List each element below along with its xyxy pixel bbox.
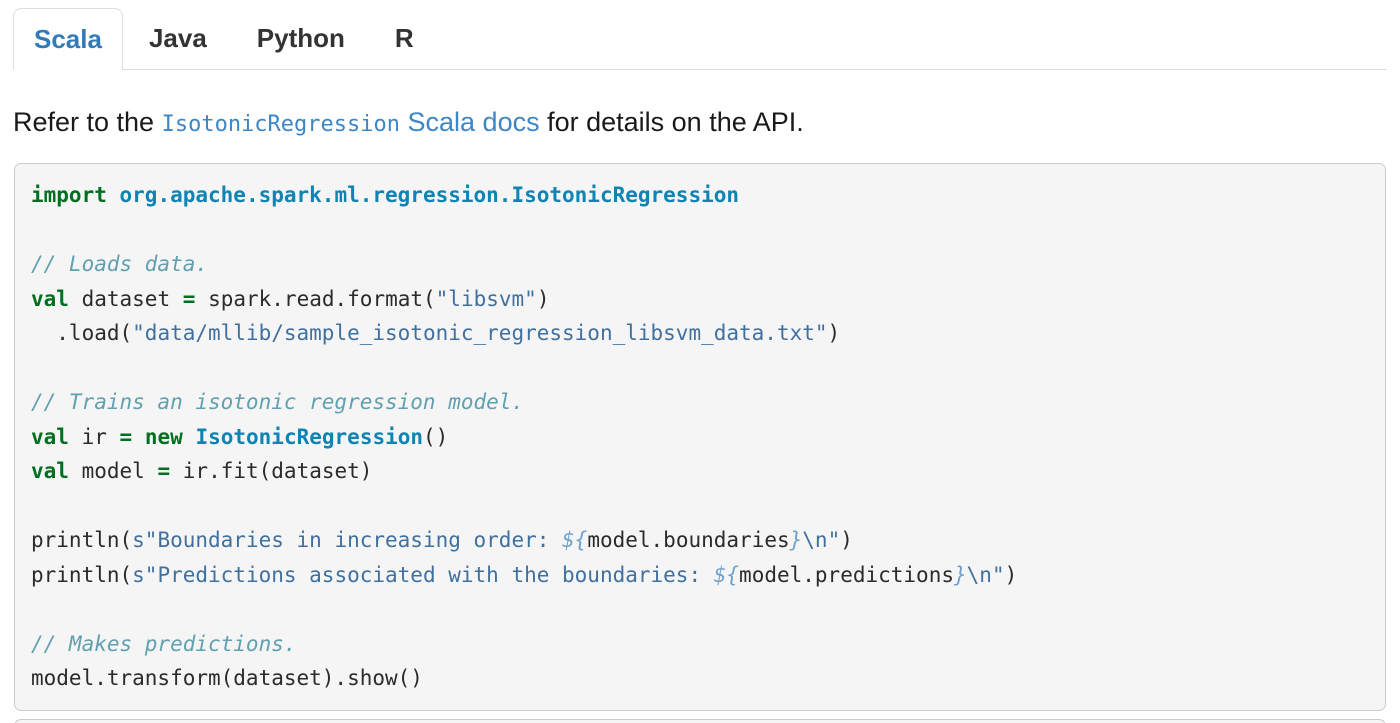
paragraph-suffix: for details on the API. (539, 107, 804, 137)
tab-python-label[interactable]: Python (256, 23, 345, 53)
scala-docs-link[interactable]: IsotonicRegression Scala docs (162, 107, 540, 137)
tab-r[interactable]: R (371, 7, 438, 69)
scala-code-block: import org.apache.spark.ml.regression.Is… (14, 163, 1386, 711)
tab-scala[interactable]: Scala (13, 8, 123, 70)
scala-docs-link-text[interactable]: Scala docs (400, 107, 540, 137)
api-reference-paragraph: Refer to the IsotonicRegression Scala do… (13, 104, 1387, 143)
scala-docs-link-code[interactable]: IsotonicRegression (161, 112, 401, 137)
code-block: import org.apache.spark.ml.regression.Is… (31, 183, 1018, 690)
next-code-block-edge (14, 718, 1386, 723)
paragraph-prefix: Refer to the (13, 107, 162, 137)
tab-scala-label[interactable]: Scala (13, 8, 123, 70)
tab-r-label[interactable]: R (394, 23, 414, 53)
code-language-tabs: Scala Java Python R (13, 7, 1387, 70)
tab-python[interactable]: Python (233, 7, 369, 69)
tab-java-label[interactable]: Java (148, 23, 207, 53)
tab-java[interactable]: Java (125, 7, 231, 69)
